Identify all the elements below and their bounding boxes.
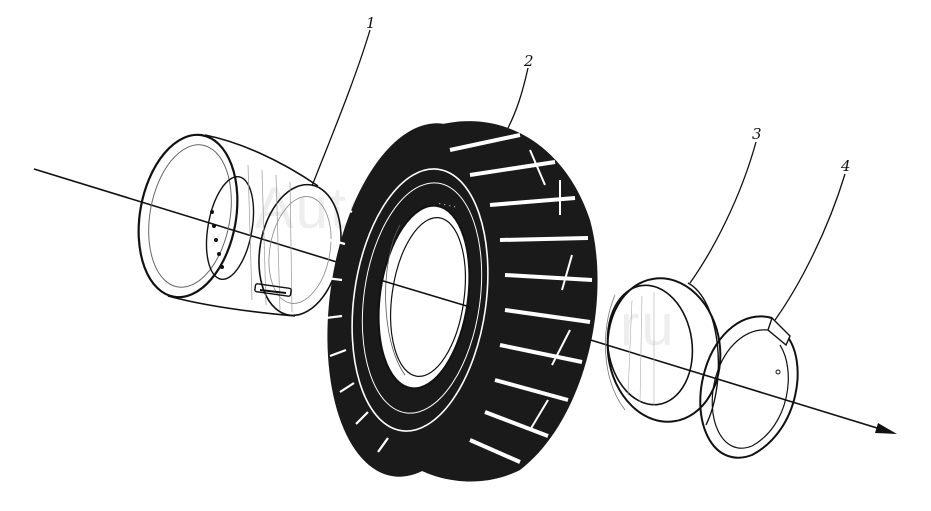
leader-line-1 bbox=[311, 29, 371, 187]
watermark-right-text: ru bbox=[620, 293, 676, 358]
retaining-ring-part bbox=[699, 315, 799, 459]
axis-arrowhead bbox=[875, 423, 897, 434]
callout-4: 4 bbox=[840, 157, 851, 175]
leader-lines bbox=[311, 29, 846, 321]
leader-line-3 bbox=[689, 141, 757, 284]
leader-line-4 bbox=[774, 173, 846, 321]
tire-part: · · · · bbox=[325, 121, 598, 482]
callout-1: 1 bbox=[366, 14, 376, 32]
callout-2: 2 bbox=[523, 52, 534, 70]
callouts: 1 2 3 4 bbox=[366, 14, 851, 175]
leader-line-2 bbox=[507, 67, 529, 129]
callout-3: 3 bbox=[752, 125, 762, 143]
